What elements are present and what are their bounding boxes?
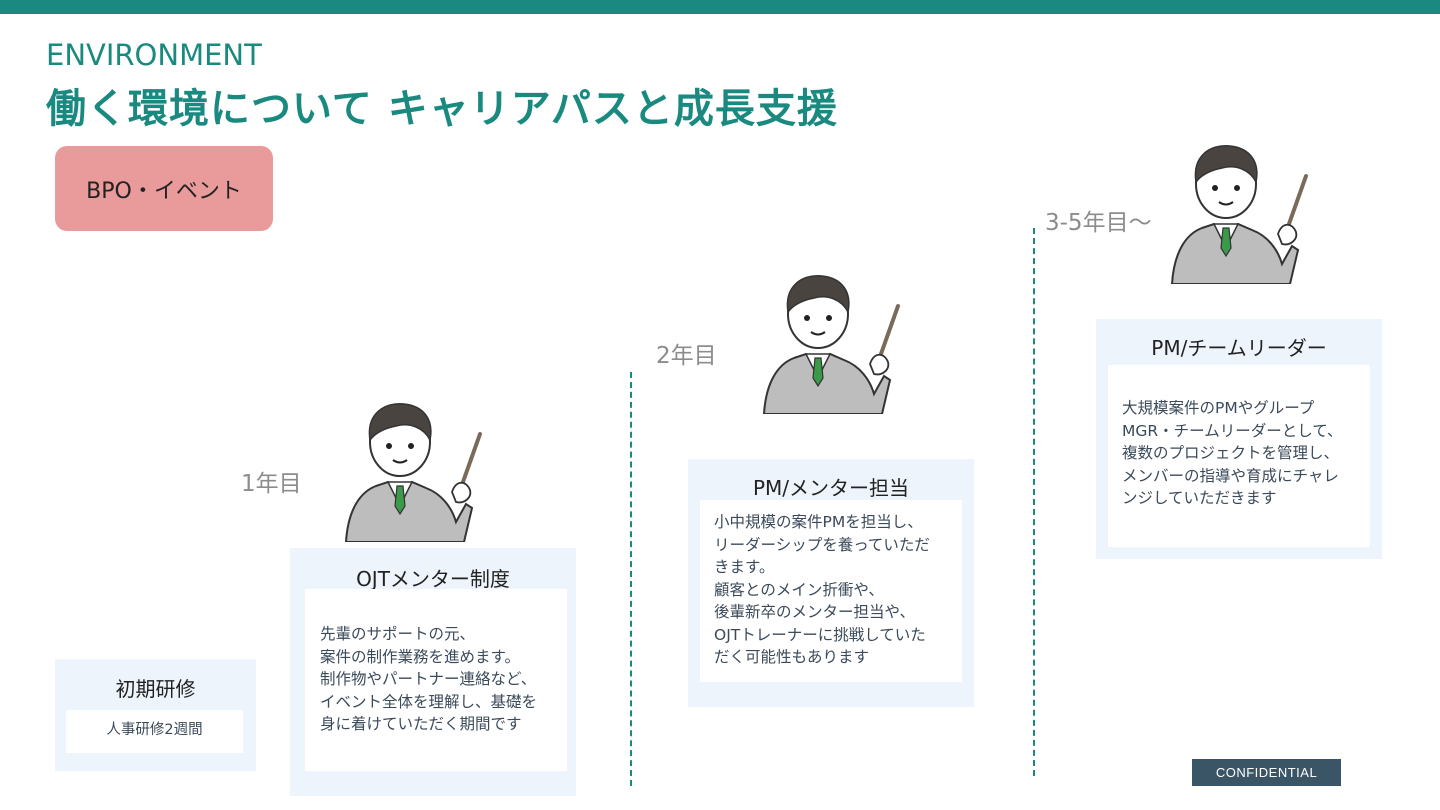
- stage-title: PM/メンター担当: [688, 472, 974, 501]
- department-tag: BPO・イベント: [55, 146, 273, 231]
- stage-card-year1: OJTメンター制度 先輩のサポートの元、 案件の制作業務を進めます。 制作物やパ…: [290, 548, 576, 796]
- stage-card-year2: PM/メンター担当 小中規模の案件PMを担当し、 リーダーシップを養っていただ …: [688, 459, 974, 707]
- stage-title: 初期研修: [55, 673, 256, 702]
- stage-title: PM/チームリーダー: [1096, 332, 1382, 361]
- businessman-pointer-icon: [758, 272, 903, 414]
- stage-body: 先輩のサポートの元、 案件の制作業務を進めます。 制作物やパートナー連絡など、 …: [305, 589, 567, 771]
- year-label-2: 2年目: [656, 336, 717, 370]
- stage-body: 人事研修2週間: [66, 710, 243, 753]
- stage-body: 小中規模の案件PMを担当し、 リーダーシップを養っていただ きます。 顧客とのメ…: [700, 500, 962, 682]
- stage-body: 大規模案件のPMやグループ MGR・チームリーダーとして、 複数のプロジェクトを…: [1108, 365, 1370, 547]
- stage-title: OJTメンター制度: [290, 563, 576, 592]
- confidential-badge: CONFIDENTIAL: [1192, 759, 1341, 786]
- year-label-3: 3-5年目〜: [1045, 203, 1152, 237]
- page-title: 働く環境について キャリアパスと成長支援: [46, 76, 838, 134]
- divider-line-1: [630, 372, 632, 786]
- top-accent-bar: [0, 0, 1440, 14]
- section-eyebrow: ENVIRONMENT: [46, 38, 262, 72]
- businessman-pointer-icon: [1166, 142, 1311, 284]
- department-tag-label: BPO・イベント: [86, 173, 242, 205]
- stage-card-initial: 初期研修 人事研修2週間: [55, 659, 256, 771]
- year-label-1: 1年目: [241, 464, 302, 498]
- businessman-pointer-icon: [340, 400, 485, 542]
- stage-card-year3: PM/チームリーダー 大規模案件のPMやグループ MGR・チームリーダーとして、…: [1096, 319, 1382, 559]
- divider-line-2: [1033, 228, 1035, 776]
